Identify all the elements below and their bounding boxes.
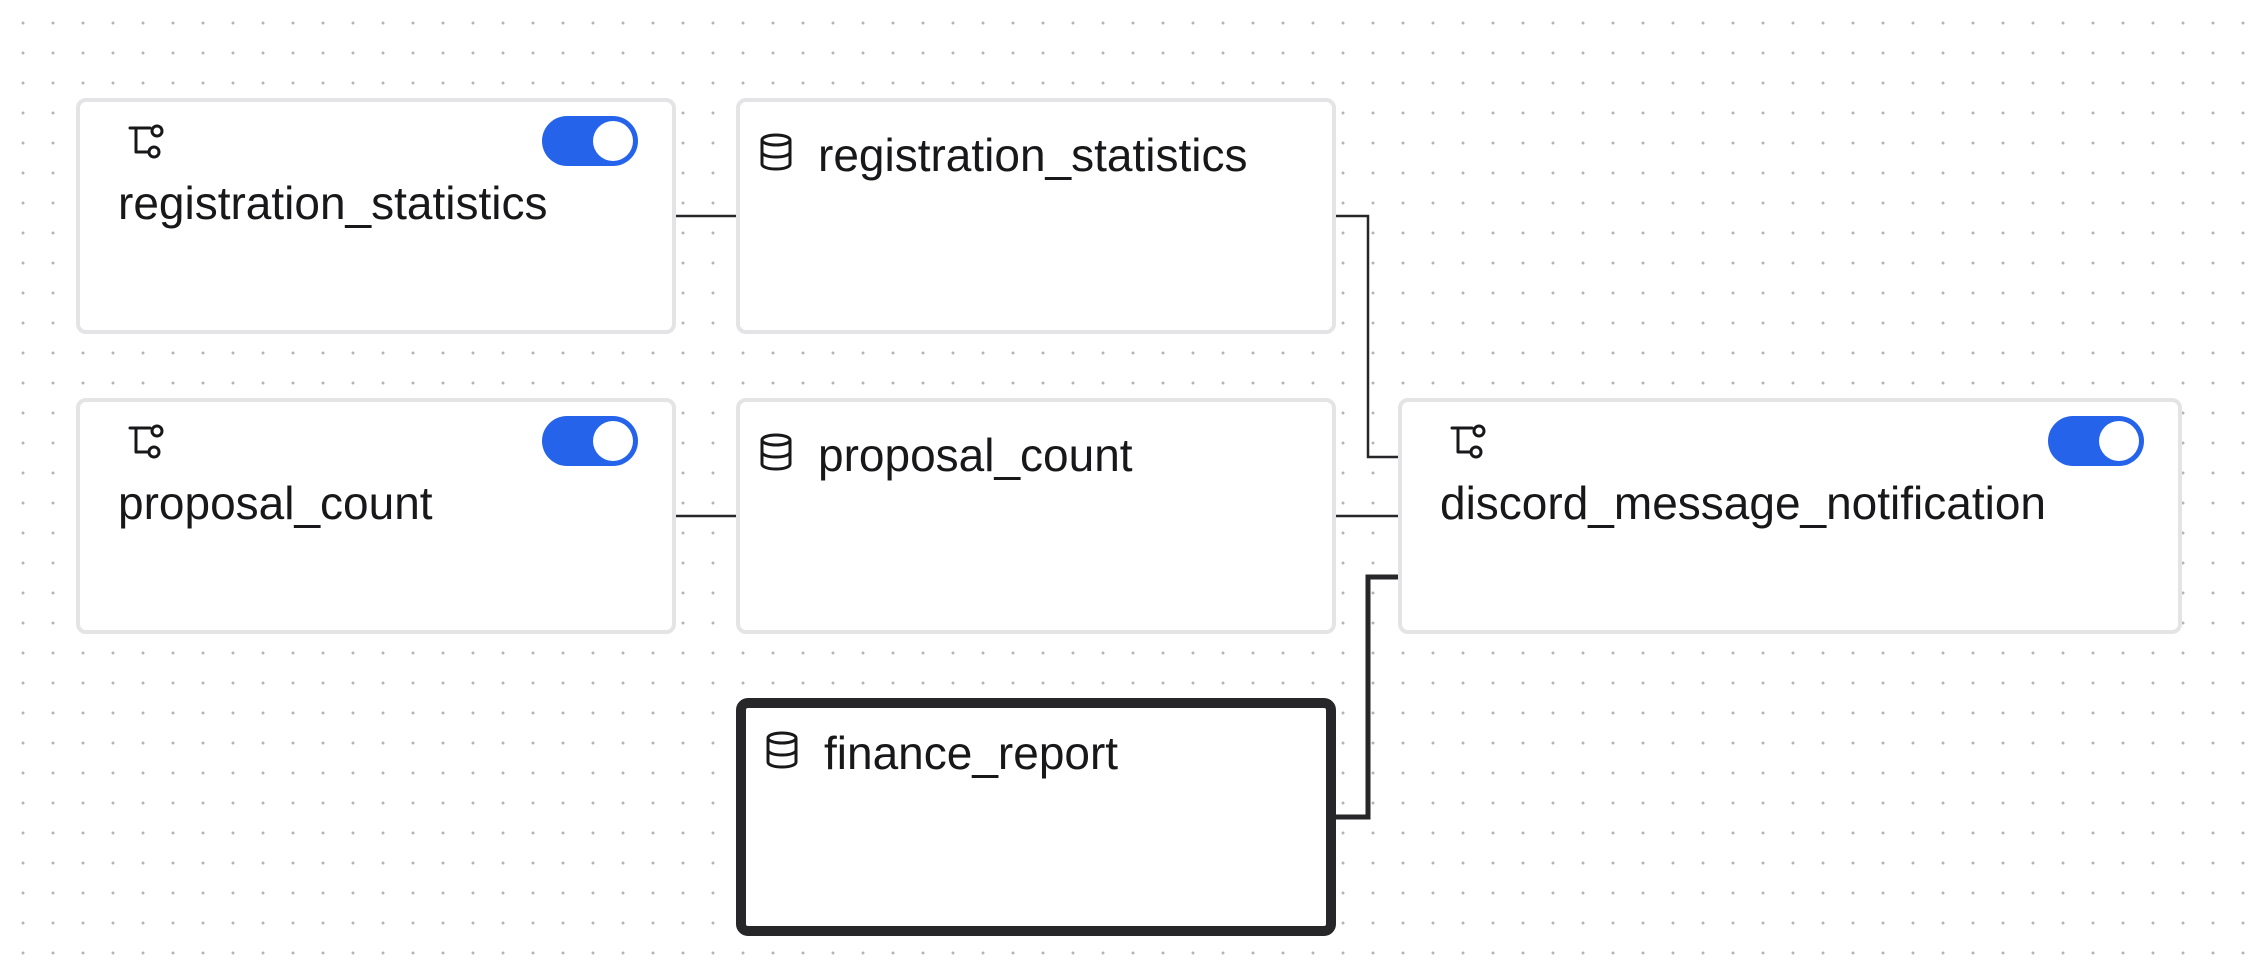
op-node-proposal-count[interactable]: proposal_count (76, 398, 676, 634)
node-label: proposal_count (818, 429, 1133, 481)
database-icon (756, 132, 796, 172)
node-label: registration_statistics (818, 129, 1248, 181)
workflow-icon (1448, 422, 1488, 462)
database-icon (756, 432, 796, 472)
asset-node-registration-statistics[interactable]: registration_statistics (736, 98, 1336, 334)
asset-node-finance-report[interactable]: finance_report (736, 698, 1336, 936)
toggle-switch[interactable] (542, 416, 638, 466)
node-label: finance_report (824, 727, 1119, 779)
toggle-knob (2099, 421, 2139, 461)
database-icon (762, 730, 802, 770)
toggle-knob (593, 121, 633, 161)
node-label: proposal_count (118, 477, 433, 529)
edge-asset-finance-to-op-discord (1336, 574, 1402, 820)
asset-node-proposal-count[interactable]: proposal_count (736, 398, 1336, 634)
workflow-icon (126, 122, 166, 162)
toggle-switch[interactable] (2048, 416, 2144, 466)
node-label: registration_statistics (118, 177, 548, 229)
toggle-switch[interactable] (542, 116, 638, 166)
edge-asset-registration-to-op-discord (1336, 214, 1402, 459)
op-node-discord-message-notification[interactable]: discord_message_notification (1398, 398, 2182, 634)
op-node-registration-statistics[interactable]: registration_statistics (76, 98, 676, 334)
node-label: discord_message_notification (1440, 477, 2047, 529)
toggle-knob (593, 421, 633, 461)
workflow-icon (126, 422, 166, 462)
